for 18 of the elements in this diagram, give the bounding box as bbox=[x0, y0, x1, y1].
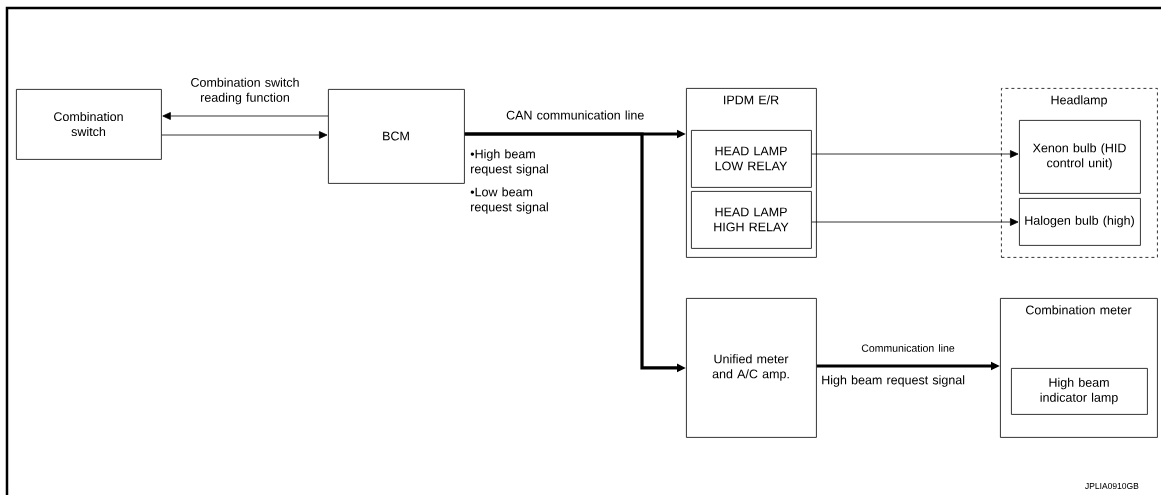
component-box: Halogen bulb (high) bbox=[1019, 198, 1141, 246]
component-box: BCM bbox=[328, 89, 465, 184]
component-box: High beam indicator lamp bbox=[1011, 368, 1148, 415]
arrow bbox=[811, 218, 1019, 226]
signal-note: High beam request signal bbox=[822, 375, 965, 387]
component-box: Unified meter and A/C amp. bbox=[686, 298, 817, 438]
signal-note: •Low beam request signal bbox=[470, 187, 548, 214]
figure-code: JPLIA0910GB bbox=[1085, 483, 1139, 489]
arrow bbox=[811, 150, 1019, 158]
edge-label: Communication line bbox=[861, 344, 955, 352]
component-box: HEAD LAMP LOW RELAY bbox=[691, 130, 812, 188]
component-box: Combination switch bbox=[16, 89, 162, 160]
edge-label: CAN communication line bbox=[506, 110, 644, 120]
component-box: HEAD LAMP HIGH RELAY bbox=[691, 191, 812, 249]
component-box: Xenon bulb (HID control unit) bbox=[1019, 120, 1141, 194]
arrow bbox=[162, 112, 329, 120]
arrow bbox=[161, 131, 328, 139]
edge-label: Combination switch reading function bbox=[191, 77, 299, 105]
